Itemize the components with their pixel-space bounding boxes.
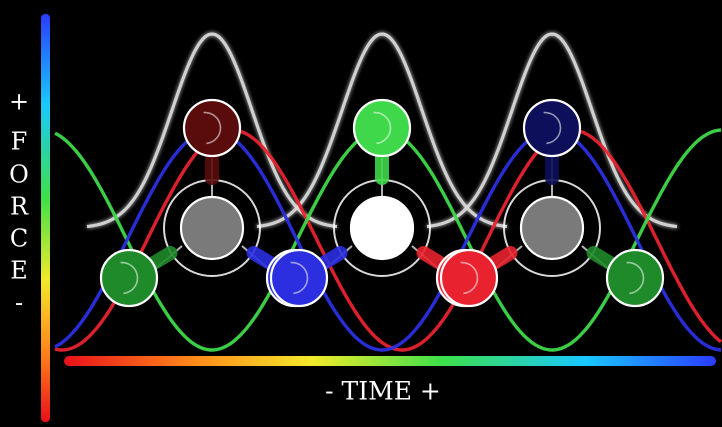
- triad-left-top-node: [184, 100, 240, 156]
- force-letter-minus: -: [15, 289, 23, 317]
- triad-left-center-node: [181, 197, 243, 259]
- triad-right-top-node: [524, 100, 580, 156]
- triad-left-left-node: [101, 250, 157, 306]
- force-letter-plus: +: [9, 88, 29, 116]
- triad-middle-left-node: [271, 250, 327, 306]
- force-letter-c: C: [10, 225, 28, 253]
- triad-right-right-node: [607, 250, 663, 306]
- force-letter-o: O: [9, 161, 29, 189]
- triad-middle-center-node: [351, 197, 413, 259]
- triad-middle-top-node: [354, 100, 410, 156]
- force-axis-label: + F O R C E -: [9, 88, 29, 317]
- triad-right-left-node: [441, 250, 497, 306]
- force-letter-e: E: [10, 257, 28, 285]
- time-axis-bar: [64, 356, 716, 366]
- force-letter-f: F: [11, 128, 28, 156]
- force-axis-bar: [41, 14, 50, 422]
- time-axis-label: - TIME +: [325, 377, 441, 406]
- triad-right-center-node: [521, 197, 583, 259]
- force-letter-r: R: [10, 193, 29, 221]
